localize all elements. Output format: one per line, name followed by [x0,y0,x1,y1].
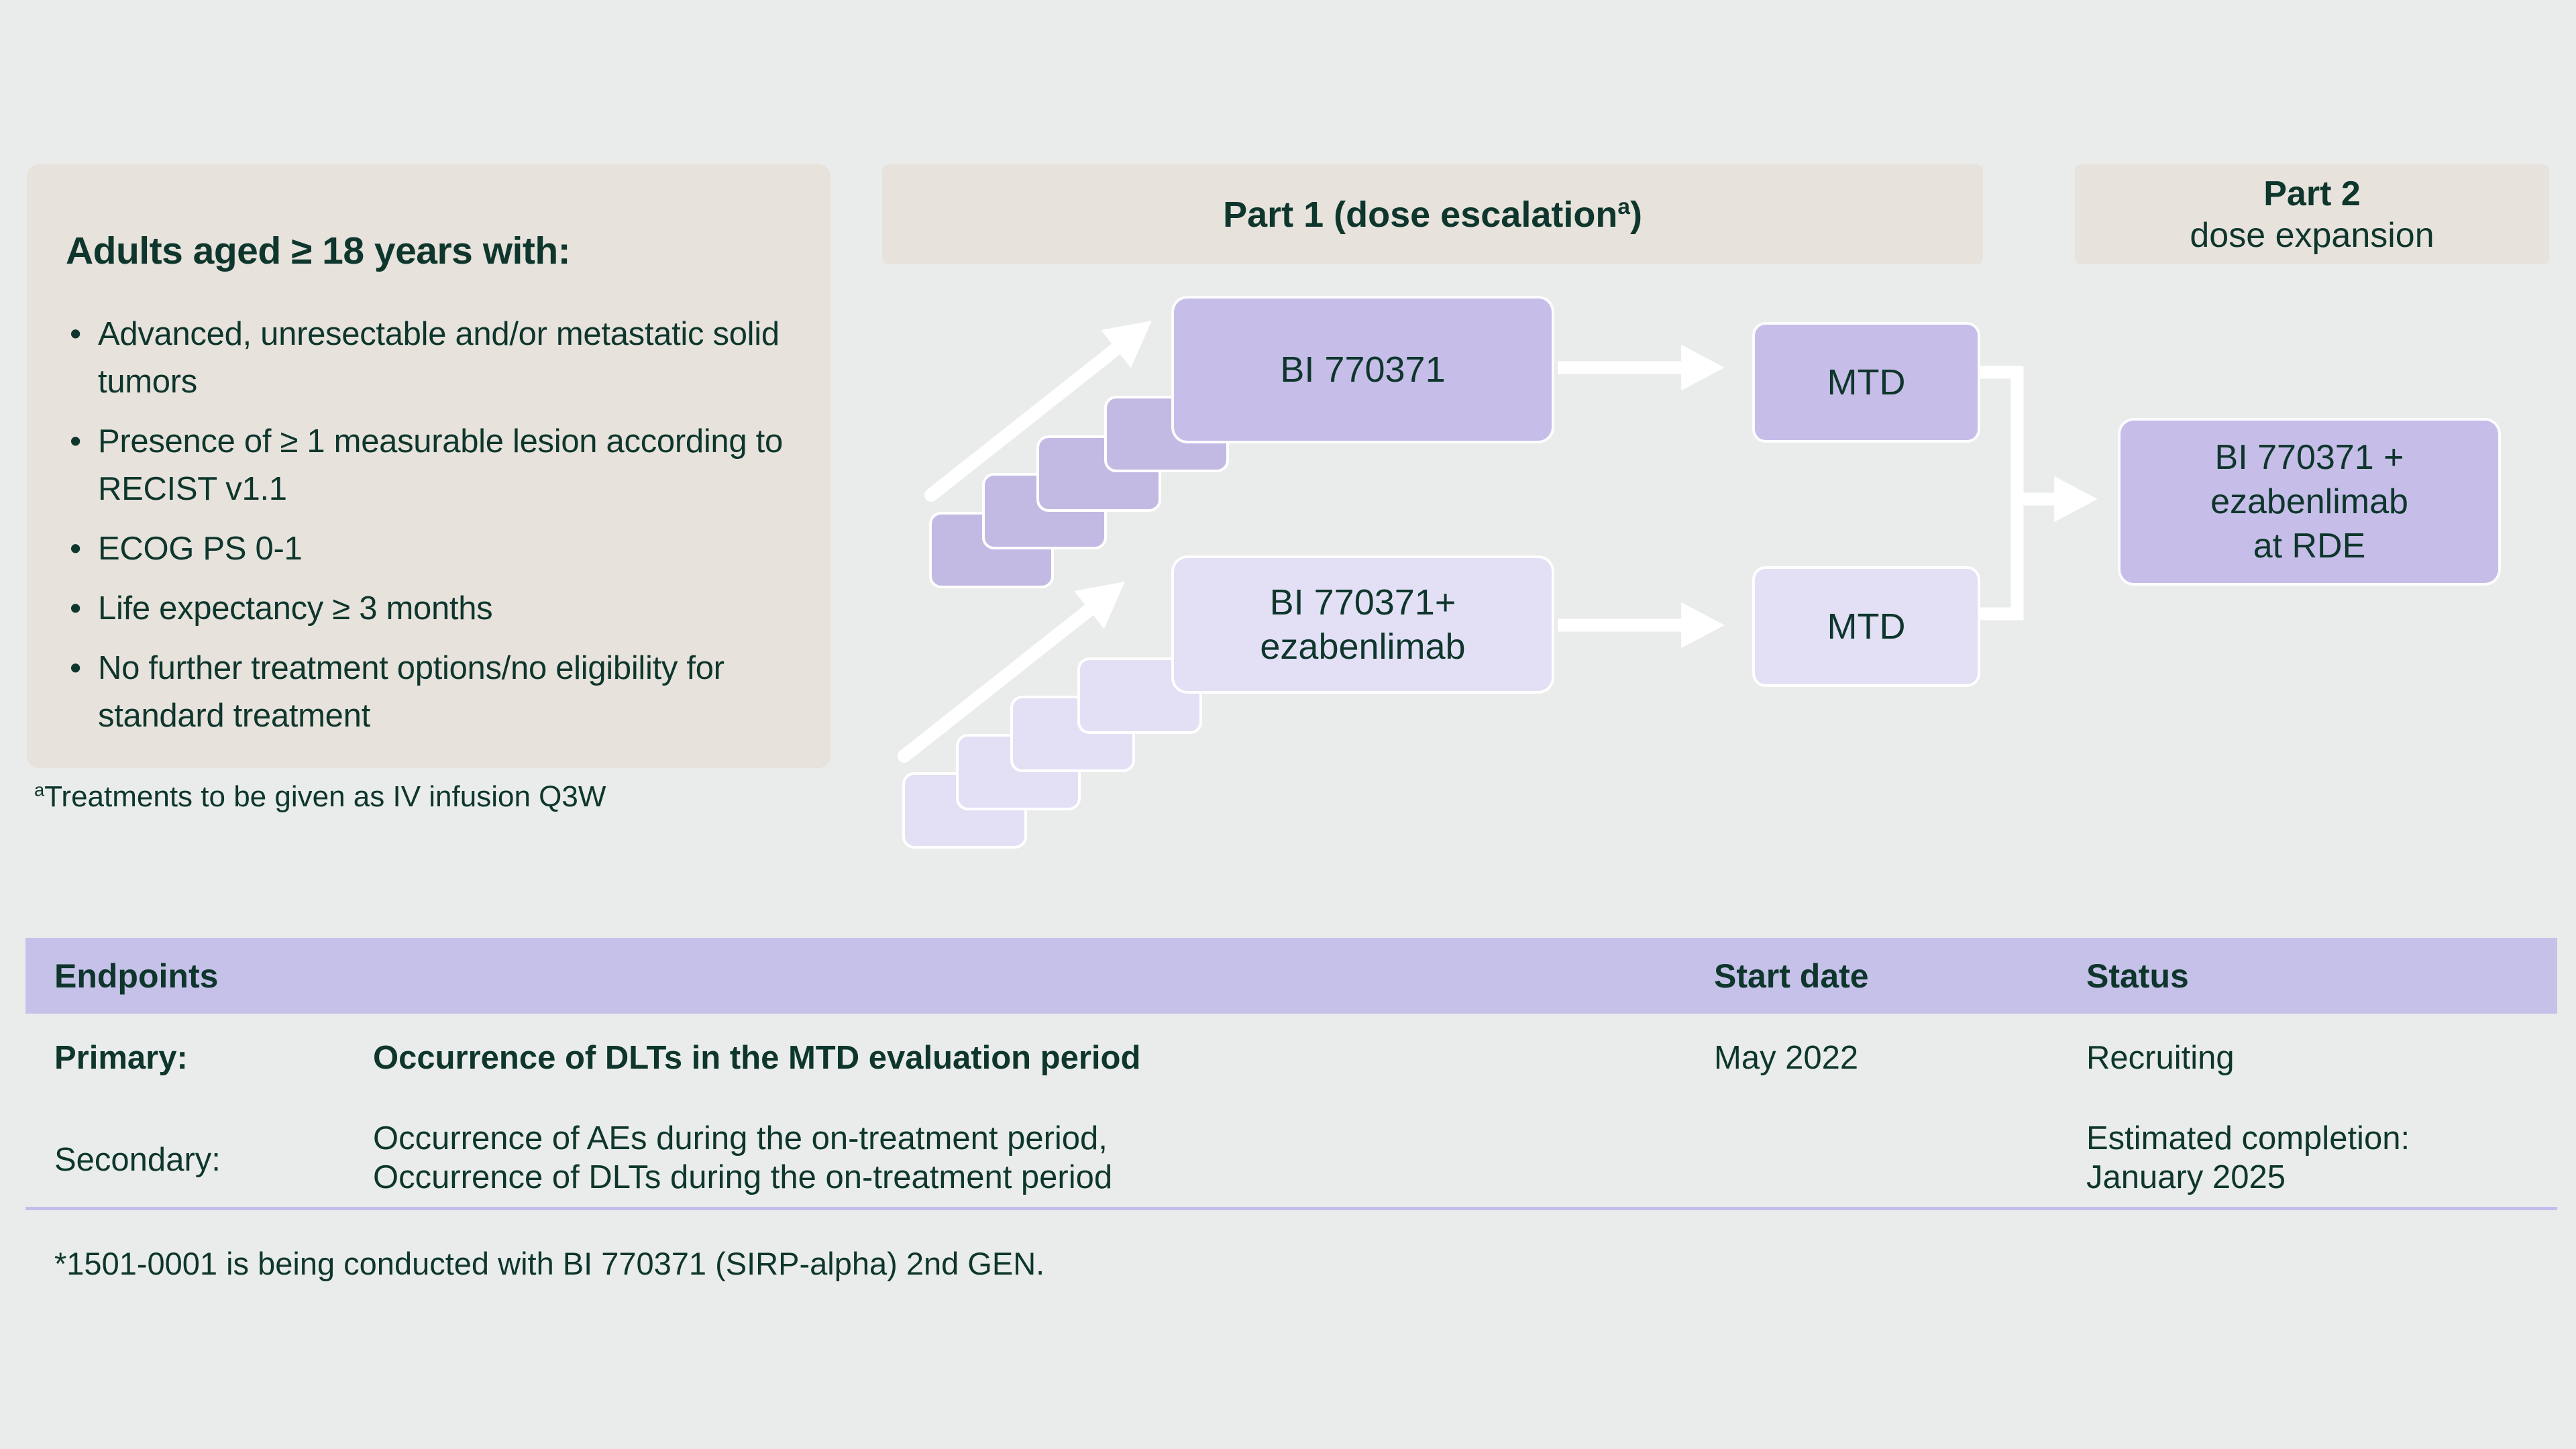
arm1-monotherapy-box: BI 770371 [1171,296,1554,443]
mtd-box-arm2: MTD [1752,566,1980,687]
part1-header: Part 1 (dose escalationa) [882,164,1983,264]
table-row-secondary-desc: Occurrence of AEs during the on-treatmen… [373,1119,1112,1197]
table-bottom-rule [25,1207,2557,1210]
table-row-primary-start-date: May 2022 [1714,1040,1859,1076]
criteria-bullet: Presence of ≥ 1 measurable lesion accord… [66,418,797,513]
table-row-secondary-status: Estimated completion: January 2025 [2086,1119,2410,1197]
rde-label-line3: at RDE [2253,527,2366,566]
footnote-text: Treatments to be given as IV infusion Q3… [44,780,606,813]
escalation-arrow-arm2 [898,582,1125,763]
criteria-bullet: Advanced, unresectable and/or metastatic… [66,311,797,406]
footnote-treatment-schedule: aTreatments to be given as IV infusion Q… [34,780,606,814]
part1-title: Part 1 (dose escalationa) [1223,194,1642,235]
table-row-secondary-label: Secondary: [54,1142,221,1178]
arm1-label: BI 770371 [1280,350,1446,390]
eligibility-criteria-panel: Adults aged ≥ 18 years with: Advanced, u… [27,164,830,768]
column-header-start-date: Start date [1714,957,1869,995]
secondary-status-line2: January 2025 [2086,1159,2286,1195]
criteria-bullet: Life expectancy ≥ 3 months [66,585,797,633]
rde-label-line2: ezabenlimab [2210,482,2408,521]
arm2-label-line2: ezabenlimab [1260,627,1466,667]
merge-bracket [1979,366,2024,621]
secondary-status-line1: Estimated completion: [2086,1120,2410,1157]
table-row-primary-label: Primary: [54,1040,188,1076]
footnote-study-note: *1501-0001 is being conducted with BI 77… [54,1246,1045,1281]
table-row-primary-status: Recruiting [2086,1040,2235,1076]
mtd1-label: MTD [1827,362,1906,402]
part2-header: Part 2 dose expansion [2075,164,2549,264]
rde-expansion-box: BI 770371 + ezabenlimab at RDE [2118,418,2501,586]
column-header-endpoints: Endpoints [54,957,219,995]
criteria-bullet: No further treatment options/no eligibil… [66,645,797,740]
secondary-desc-line2: Occurrence of DLTs during the on-treatme… [373,1159,1113,1195]
endpoints-table-header: Endpoints Start date Status [25,938,2557,1014]
criteria-title: Adults aged ≥ 18 years with: [66,229,571,272]
table-row-primary-desc: Occurrence of DLTs in the MTD evaluation… [373,1040,1141,1076]
mtd2-label: MTD [1827,606,1906,647]
rde-label-line1: BI 770371 + [2214,438,2404,477]
part2-title: Part 2 [2263,174,2361,213]
mtd-box-arm1: MTD [1752,322,1980,443]
secondary-desc-line1: Occurrence of AEs during the on-treatmen… [373,1120,1108,1157]
part2-subtitle: dose expansion [2190,215,2434,255]
arm2-combination-box: BI 770371+ ezabenlimab [1171,555,1554,694]
arm2-label-line1: BI 770371+ [1269,582,1456,623]
footnote-superscript: a [34,779,45,800]
escalation-arrow-arm1 [924,321,1152,502]
criteria-list: Advanced, unresectable and/or metastatic… [66,311,797,740]
part1-superscript: a [1617,194,1630,219]
column-header-status: Status [2086,957,2189,995]
criteria-bullet: ECOG PS 0-1 [66,525,797,573]
